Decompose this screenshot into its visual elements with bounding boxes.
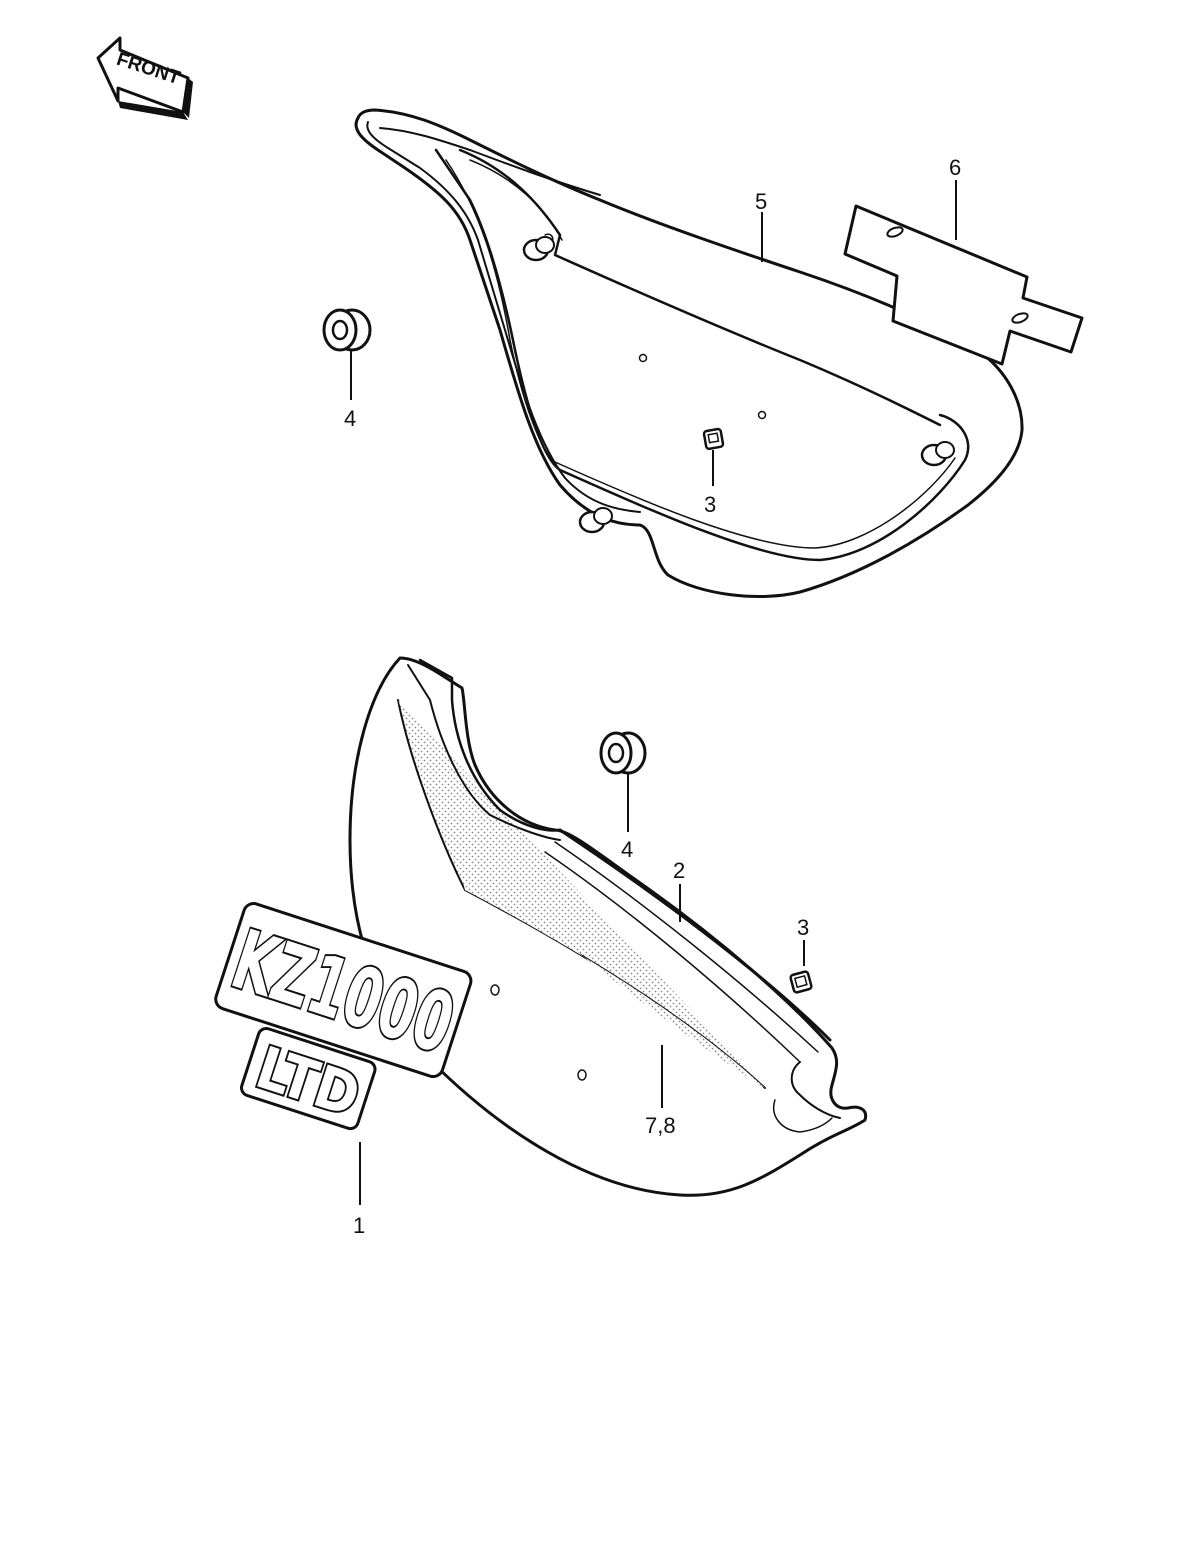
clip-part-lower <box>789 970 813 994</box>
callout-4-lower: 4 <box>621 837 633 862</box>
callout-6: 6 <box>949 155 961 180</box>
side-cover-inner-part <box>354 108 1024 598</box>
callout-2: 2 <box>673 858 685 883</box>
callout-3-upper: 3 <box>704 492 716 517</box>
side-cover-outer-part <box>348 656 868 1197</box>
mounting-plate-part <box>843 204 1084 366</box>
callout-4-upper: 4 <box>344 406 356 431</box>
callout-1: 1 <box>353 1213 365 1238</box>
grommet-part-upper <box>322 308 372 352</box>
callout-5: 5 <box>755 189 767 214</box>
front-arrow-icon: FRONT <box>96 36 193 120</box>
leader-lines <box>350 180 957 1205</box>
clip-part-upper <box>702 427 725 451</box>
callout-7-8: 7,8 <box>645 1113 676 1138</box>
callout-3-lower: 3 <box>797 915 809 940</box>
grommet-part-lower <box>599 731 647 775</box>
